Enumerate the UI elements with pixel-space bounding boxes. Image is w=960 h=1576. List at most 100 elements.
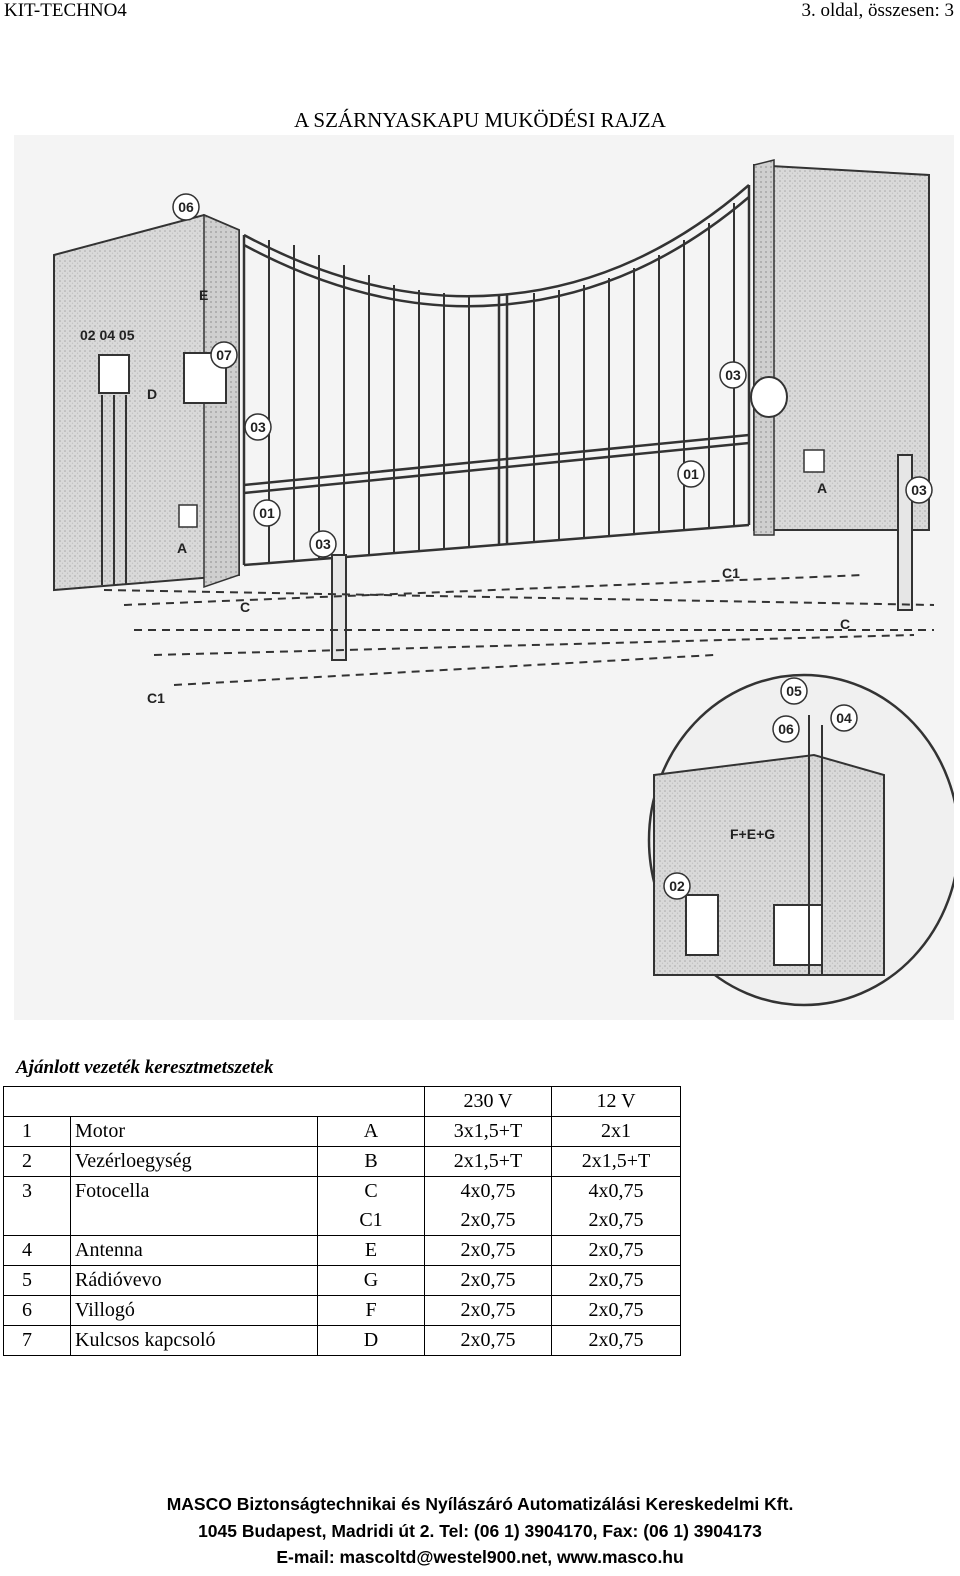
row-device: Villogó [70,1295,318,1326]
row-number [3,1206,71,1236]
row-230v: 2x0,75 [424,1325,552,1356]
svg-text:01: 01 [259,505,275,521]
row-code: B [317,1146,425,1177]
table-row: 3 Fotocella C 4x0,75 4x0,75 [3,1176,681,1206]
row-230v: 2x0,75 [424,1295,552,1326]
row-code: F [317,1295,425,1326]
svg-text:04: 04 [836,710,852,726]
row-230v: 4x0,75 [424,1176,552,1206]
swing-gate-diagram: 06 02 04 05 07 E D 03 01 A 03 C C1 03 01… [14,135,954,1020]
table-row: 5 Rádióvevo G 2x0,75 2x0,75 [3,1265,681,1296]
photocell-posts [331,454,913,661]
table-row: 2 Vezérloegység B 2x1,5+T 2x1,5+T [3,1146,681,1177]
row-12v: 2x1,5+T [551,1146,681,1177]
row-12v: 4x0,75 [551,1176,681,1206]
detail-pillar [653,715,885,976]
svg-text:06: 06 [778,721,794,737]
svg-text:02: 02 [669,878,685,894]
callout-03b: 03 [309,530,337,558]
right-pillar [750,159,930,536]
row-230v: 2x1,5+T [424,1146,552,1177]
row-12v: 2x1 [551,1116,681,1147]
row-number: 5 [3,1265,71,1296]
row-number: 3 [3,1176,71,1206]
row-12v: 2x0,75 [551,1325,681,1356]
svg-text:05: 05 [786,683,802,699]
callout-03c: 03 [719,361,747,389]
table-row: 7 Kulcsos kapcsoló D 2x0,75 2x0,75 [3,1325,681,1356]
table-header-row: 230 V 12 V [3,1086,681,1117]
header-12v: 12 V [551,1086,681,1117]
row-device: Motor [70,1116,318,1147]
table-row: C1 2x0,75 2x0,75 [3,1206,681,1236]
header-230v: 230 V [424,1086,552,1117]
detail-callout-feg: F+E+G [730,826,775,842]
callout-a-right: A [817,480,827,496]
detail-callout-06: 06 [772,715,800,743]
table-row: 4 Antenna E 2x0,75 2x0,75 [3,1235,681,1266]
callout-06: 06 [172,193,200,221]
callout-c1-left: C1 [147,690,165,706]
row-code: D [317,1325,425,1356]
callout-07: 07 [210,341,238,369]
table-subtitle: Ajánlott vezeték keresztmetszetek [16,1057,274,1078]
page-header-right: 3. oldal, összesen: 3 [801,0,954,21]
row-code: A [317,1116,425,1147]
row-code: G [317,1265,425,1296]
footer-company: MASCO Biztonságtechnikai és Nyílászáró A… [166,1494,794,1514]
row-device: Vezérloegység [70,1146,318,1177]
gate-leaves [242,184,751,567]
callout-01b: 01 [677,460,705,488]
callout-c-left: C [240,599,250,615]
wire-section-table: 230 V 12 V 1 Motor A 3x1,5+T 2x1 2 Vezér… [3,1086,681,1356]
row-device: Fotocella [70,1176,318,1206]
row-device: Antenna [70,1235,318,1266]
row-number: 6 [3,1295,71,1326]
row-device: Kulcsos kapcsoló [70,1325,318,1356]
svg-text:01: 01 [683,466,699,482]
detail-callout-04: 04 [830,704,858,732]
callout-a-left: A [177,540,187,556]
header-empty-cell [3,1086,425,1117]
table-row: 6 Villogó F 2x0,75 2x0,75 [3,1295,681,1326]
row-12v: 2x0,75 [551,1265,681,1296]
row-12v: 2x0,75 [551,1206,681,1236]
row-number: 4 [3,1235,71,1266]
table-row: 1 Motor A 3x1,5+T 2x1 [3,1116,681,1147]
row-code: C1 [317,1206,425,1236]
left-pillar [53,213,240,592]
callout-03d: 03 [905,476,933,504]
row-device: Rádióvevo [70,1265,318,1296]
callout-c-right: C [840,616,850,632]
detail-callout-02: 02 [663,872,691,900]
row-12v: 2x0,75 [551,1235,681,1266]
footer-contact: E-mail: mascoltd@westel900.net, www.masc… [276,1547,684,1567]
row-number: 1 [3,1116,71,1147]
row-230v: 2x0,75 [424,1265,552,1296]
svg-text:07: 07 [216,347,232,363]
callout-e: E [199,287,208,303]
callout-d: D [147,386,157,402]
row-12v: 2x0,75 [551,1295,681,1326]
row-number: 7 [3,1325,71,1356]
footer-address: 1045 Budapest, Madridi út 2. Tel: (06 1)… [198,1521,762,1541]
callout-020405: 02 04 05 [80,327,135,343]
svg-text:03: 03 [250,419,266,435]
svg-text:03: 03 [315,536,331,552]
callout-c1-right: C1 [722,565,740,581]
row-number: 2 [3,1146,71,1177]
row-230v: 2x0,75 [424,1206,552,1236]
cable-routes [103,574,935,686]
svg-text:03: 03 [725,367,741,383]
row-230v: 2x0,75 [424,1235,552,1266]
svg-text:06: 06 [178,199,194,215]
page-title: A SZÁRNYASKAPU MUKÖDÉSI RAJZA [294,108,666,132]
row-code: E [317,1235,425,1266]
callout-01a: 01 [253,499,281,527]
row-code: C [317,1176,425,1206]
svg-text:03: 03 [911,482,927,498]
page-header-left: KIT-TECHNO4 [4,0,127,21]
row-device [70,1206,318,1236]
detail-callout-05: 05 [780,677,808,705]
callout-03a: 03 [244,413,272,441]
